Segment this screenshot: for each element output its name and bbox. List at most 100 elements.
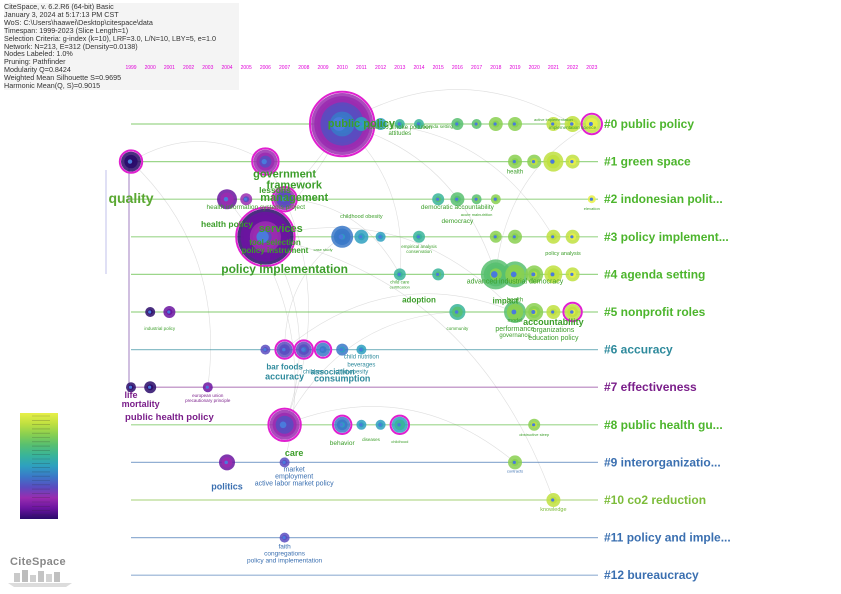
cluster-node[interactable]: [414, 119, 424, 129]
term-label[interactable]: policy and implementation: [247, 558, 323, 565]
cluster-node[interactable]: [565, 229, 580, 244]
cluster-node[interactable]: [543, 151, 564, 172]
cluster-label[interactable]: #12 bureaucracy: [604, 568, 699, 582]
cluster-node[interactable]: [309, 90, 376, 158]
term-label[interactable]: health information systems project: [206, 204, 305, 211]
term-label[interactable]: democratic accountability: [421, 204, 495, 211]
term-label[interactable]: certification: [390, 284, 410, 289]
term-label[interactable]: precautionary principle: [185, 398, 231, 403]
term-label[interactable]: education policy: [528, 335, 579, 342]
term-label[interactable]: policy implementation: [221, 262, 348, 276]
term-label[interactable]: agenda setting: [423, 124, 453, 129]
cluster-node[interactable]: [331, 225, 354, 248]
cluster-node[interactable]: [274, 339, 295, 360]
cluster-node[interactable]: [279, 457, 290, 468]
term-label[interactable]: policy analysis: [545, 251, 581, 257]
term-label[interactable]: conservation: [406, 249, 432, 254]
term-label[interactable]: consumption: [314, 374, 371, 384]
cluster-node[interactable]: [546, 229, 561, 244]
cluster-node[interactable]: [565, 154, 580, 169]
cluster-node[interactable]: [393, 268, 406, 281]
term-label[interactable]: impact: [493, 296, 519, 305]
cluster-node[interactable]: [528, 418, 541, 431]
cluster-label[interactable]: #7 effectiveness: [604, 380, 697, 394]
term-label[interactable]: obstructive sleep: [519, 432, 550, 437]
term-label[interactable]: quality: [108, 190, 153, 206]
term-label[interactable]: management: [260, 192, 328, 204]
cluster-node[interactable]: [240, 193, 253, 206]
term-label[interactable]: active implementation: [534, 117, 573, 122]
cluster-node[interactable]: [118, 149, 144, 174]
cluster-node[interactable]: [504, 301, 526, 323]
cluster-label[interactable]: #5 nonprofit roles: [604, 305, 706, 319]
cluster-node[interactable]: [508, 154, 522, 169]
cluster-node[interactable]: [279, 532, 290, 543]
term-label[interactable]: advanced industrial democracy: [467, 278, 564, 285]
cluster-node[interactable]: [502, 261, 528, 288]
term-label[interactable]: children: [303, 370, 324, 376]
cluster-node[interactable]: [163, 306, 176, 318]
term-label[interactable]: performance: [495, 326, 534, 333]
cluster-node[interactable]: [293, 339, 314, 360]
cluster-node[interactable]: [546, 117, 561, 131]
term-label[interactable]: bar foods: [266, 363, 303, 372]
cluster-node[interactable]: [267, 407, 302, 442]
cluster-node[interactable]: [219, 454, 235, 471]
cluster-node[interactable]: [432, 268, 445, 281]
cluster-node[interactable]: [544, 265, 563, 284]
cluster-node[interactable]: [471, 119, 482, 129]
term-label[interactable]: governance: [499, 333, 531, 339]
cluster-label[interactable]: #0 public policy: [604, 117, 694, 131]
term-label[interactable]: implementation science: [549, 125, 597, 130]
cluster-node[interactable]: [508, 455, 522, 470]
term-label[interactable]: adoption: [402, 295, 436, 304]
cluster-label[interactable]: #3 policy implement...: [604, 230, 729, 244]
cluster-node[interactable]: [508, 117, 522, 131]
cluster-node[interactable]: [336, 343, 349, 356]
cluster-label[interactable]: #1 green space: [604, 155, 691, 169]
cluster-node[interactable]: [546, 305, 561, 319]
cluster-node[interactable]: [356, 344, 367, 355]
cluster-node[interactable]: [332, 414, 353, 435]
term-label[interactable]: framework: [266, 180, 323, 192]
cluster-node[interactable]: [126, 382, 136, 393]
cluster-node[interactable]: [217, 189, 237, 210]
term-label[interactable]: child care: [390, 279, 410, 284]
term-label[interactable]: health policy: [201, 219, 253, 229]
term-label[interactable]: acute malnutrition: [461, 212, 493, 217]
cluster-node[interactable]: [488, 117, 503, 131]
cluster-node[interactable]: [260, 344, 271, 355]
term-label[interactable]: diseases: [362, 437, 381, 442]
term-label[interactable]: democracy: [442, 218, 475, 225]
term-label[interactable]: health: [507, 297, 523, 303]
cluster-node[interactable]: [587, 195, 596, 204]
term-label[interactable]: accountability: [523, 317, 584, 327]
cluster-node[interactable]: [271, 186, 298, 213]
cluster-node[interactable]: [564, 116, 581, 132]
cluster-node[interactable]: [451, 118, 464, 130]
cluster-node[interactable]: [374, 118, 387, 130]
cluster-node[interactable]: [525, 265, 544, 284]
cluster-node[interactable]: [202, 382, 213, 393]
cluster-node[interactable]: [449, 304, 466, 320]
term-label[interactable]: childhood obesity: [340, 214, 383, 220]
cluster-node[interactable]: [354, 117, 369, 131]
term-label[interactable]: mortality: [122, 399, 160, 409]
term-label[interactable]: association: [311, 368, 355, 377]
term-label[interactable]: accuracy: [265, 372, 304, 382]
term-label[interactable]: case study: [313, 247, 332, 252]
term-label[interactable]: health: [507, 170, 523, 176]
term-label[interactable]: congregations: [264, 551, 306, 558]
term-label[interactable]: knowledge: [540, 507, 566, 513]
term-label[interactable]: public policy: [328, 118, 396, 130]
cluster-node[interactable]: [356, 419, 367, 430]
cluster-node[interactable]: [562, 301, 583, 323]
term-label[interactable]: european union: [192, 393, 224, 398]
term-label[interactable]: life: [124, 390, 137, 400]
term-label[interactable]: industrial policy: [144, 326, 176, 331]
cluster-node[interactable]: [432, 193, 445, 206]
cluster-label[interactable]: #8 public health gu...: [604, 418, 723, 432]
term-label[interactable]: empirical analysis: [401, 244, 437, 249]
cluster-node[interactable]: [354, 229, 369, 244]
